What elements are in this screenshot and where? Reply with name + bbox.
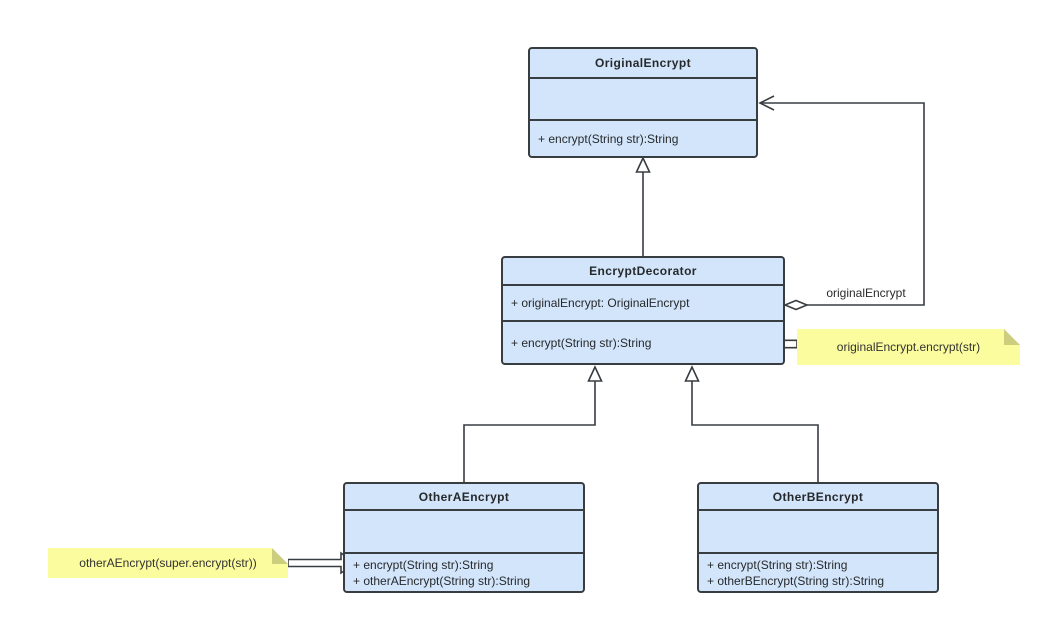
class-title: OtherBEncrypt (699, 484, 937, 511)
hollow-triangle-arrowhead (684, 365, 700, 382)
hollow-triangle-arrowhead (635, 156, 651, 173)
method-label: + otherAEncrypt(String str):String (353, 573, 531, 588)
note-other-a-call[interactable]: otherAEncrypt(super.encrypt(str)) (48, 548, 288, 578)
class-box-other-b-encrypt[interactable]: OtherBEncrypt + encrypt(String str):Stri… (697, 482, 939, 593)
note-text: otherAEncrypt(super.encrypt(str)) (79, 556, 257, 570)
method-label: + encrypt(String str):String (707, 557, 848, 572)
note-text: originalEncrypt.encrypt(str) (836, 340, 981, 354)
hollow-triangle-arrowhead (587, 365, 603, 382)
class-box-original-encrypt[interactable]: OriginalEncrypt + encrypt(String str):St… (528, 47, 758, 158)
class-box-other-a-encrypt[interactable]: OtherAEncrypt + encrypt(String str):Stri… (343, 482, 585, 593)
generalization-edge-othera-to-decorator (463, 365, 603, 482)
method-label: + otherBEncrypt(String str):String (707, 573, 885, 588)
note-original-encrypt-call[interactable]: originalEncrypt.encrypt(str) (797, 329, 1020, 365)
class-box-encrypt-decorator[interactable]: EncryptDecorator + originalEncrypt: Orig… (501, 256, 785, 365)
aggregation-label: originalEncrypt (826, 286, 906, 300)
method-label: + encrypt(String str):String (511, 335, 652, 350)
attribute-label: + originalEncrypt: OriginalEncrypt (511, 296, 690, 310)
method-label: + encrypt(String str):String (538, 131, 679, 146)
class-title: OriginalEncrypt (530, 49, 756, 79)
attributes-compartment (699, 511, 937, 554)
method-label: + encrypt(String str):String (353, 557, 494, 572)
methods-compartment: + encrypt(String str):String + otherAEnc… (345, 554, 583, 591)
class-title: EncryptDecorator (503, 258, 783, 286)
generalization-edge-decorator-to-original (635, 156, 651, 256)
attributes-compartment (345, 511, 583, 554)
attributes-compartment: + originalEncrypt: OriginalEncrypt (503, 286, 783, 322)
methods-compartment: + encrypt(String str):String (503, 322, 783, 363)
class-title: OtherAEncrypt (345, 484, 583, 511)
methods-compartment: + encrypt(String str):String (530, 121, 756, 156)
aggregation-diamond (782, 299, 810, 311)
attributes-compartment (530, 79, 756, 121)
methods-compartment: + encrypt(String str):String + otherBEnc… (699, 554, 937, 591)
open-arrowhead (758, 95, 775, 111)
generalization-edge-otherb-to-decorator (684, 365, 819, 482)
